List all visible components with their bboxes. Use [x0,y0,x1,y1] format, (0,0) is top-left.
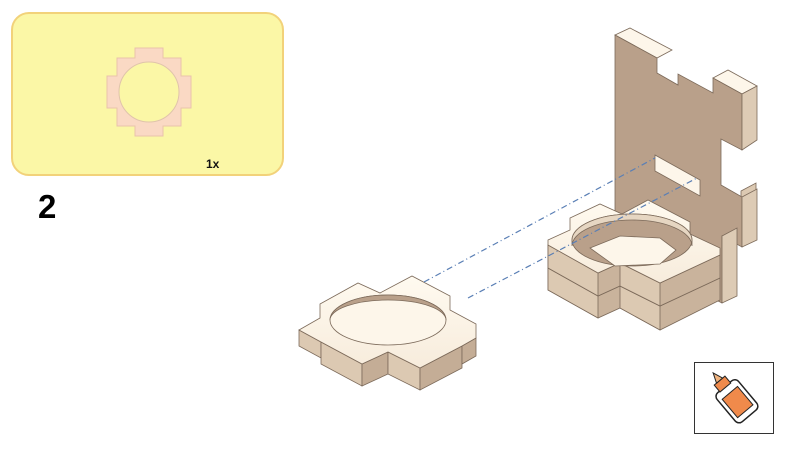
part-thumbnail [106,47,192,137]
ring-hole [118,61,180,123]
step-number: 2 [38,188,57,225]
glue-indicator [694,362,774,434]
assembly-guide-lines [423,157,698,299]
parts-panel: 1x [11,12,284,176]
ring-stack [547,199,721,331]
part-quantity: 1x [206,157,220,171]
guide-line-lower [467,177,698,299]
loose-ring-part [298,275,477,391]
glue-bottle-icon [712,371,759,424]
guide-line-upper [423,157,656,283]
